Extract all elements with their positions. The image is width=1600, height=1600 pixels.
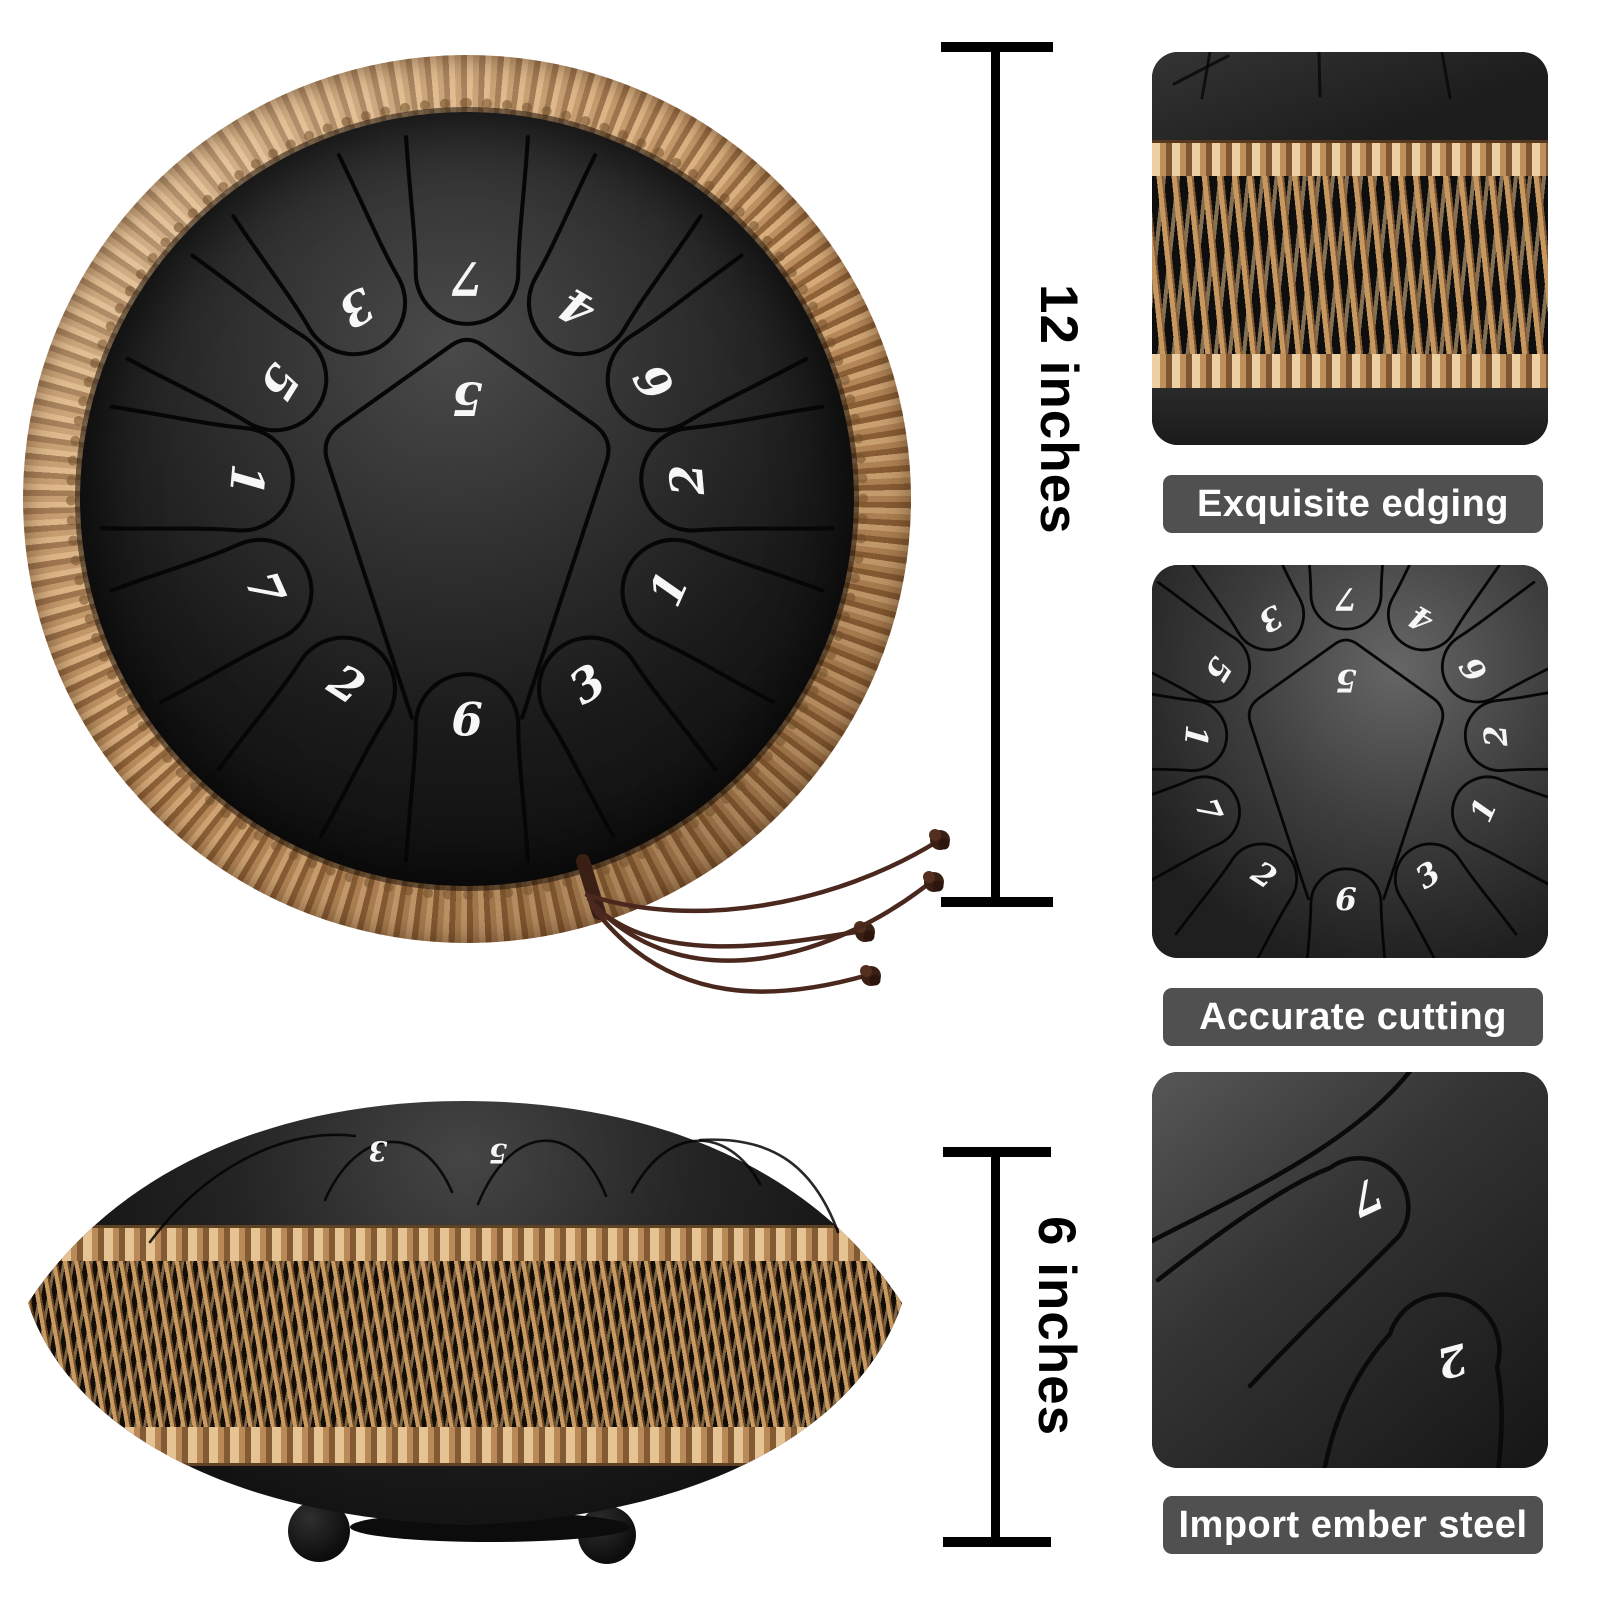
svg-text:3: 3 (369, 1135, 388, 1166)
svg-text:6: 6 (451, 693, 483, 747)
svg-text:2: 2 (318, 652, 375, 715)
diameter-label: 12 inches (1029, 284, 1088, 535)
caption-accurate-cutting: Accurate cutting (1163, 988, 1543, 1046)
side-rope-braid-bottom (20, 1427, 910, 1466)
closeup-drum-bottom (1152, 388, 1548, 445)
svg-text:7: 7 (1187, 793, 1229, 828)
svg-text:5: 5 (249, 354, 312, 409)
svg-text:2: 2 (658, 462, 715, 499)
dim12-bottom-tick (941, 897, 1053, 907)
rope-threads (1152, 176, 1548, 354)
closeup-face-bg (1152, 565, 1548, 958)
svg-text:4: 4 (1403, 597, 1440, 639)
tassel-cords (576, 829, 950, 994)
svg-text:6: 6 (1335, 882, 1357, 918)
svg-text:3: 3 (1409, 855, 1447, 897)
side-rope-braid-top (20, 1225, 910, 1264)
svg-text:1: 1 (1177, 723, 1215, 748)
caption-import-ember-steel: Import ember steel (1163, 1496, 1543, 1554)
svg-text:5: 5 (489, 1137, 508, 1168)
caption-text: Accurate cutting (1199, 995, 1507, 1038)
svg-text:7: 7 (451, 251, 483, 305)
caption-exquisite-edging: Exquisite edging (1163, 475, 1543, 533)
svg-text:5: 5 (1197, 650, 1239, 687)
svg-text:5: 5 (1335, 662, 1357, 698)
svg-text:6: 6 (1453, 650, 1495, 687)
svg-text:6: 6 (623, 354, 686, 409)
svg-text:7: 7 (1341, 1166, 1391, 1225)
height-label: 6 inches (1027, 1216, 1086, 1437)
svg-text:7: 7 (1335, 580, 1357, 616)
svg-text:1: 1 (1463, 793, 1505, 827)
drum-rope-inner-braid (66, 98, 868, 900)
closeup-drum-top (1152, 52, 1548, 142)
rope-braid-bottom (1152, 354, 1548, 391)
svg-text:7: 7 (234, 563, 296, 614)
svg-text:2: 2 (1432, 1333, 1474, 1388)
svg-text:3: 3 (330, 277, 384, 340)
rope-braid-top (1152, 140, 1548, 179)
side-rope-threads (20, 1261, 910, 1427)
svg-text:2: 2 (1244, 854, 1283, 897)
detail-photo-rope-edge (1152, 52, 1548, 445)
svg-text:1: 1 (219, 462, 276, 498)
svg-text:3: 3 (559, 653, 615, 716)
dim6-bottom-tick (943, 1537, 1051, 1547)
dim12-line (991, 45, 1000, 907)
closeup-cut-lines (1172, 52, 1452, 100)
svg-text:3: 3 (1252, 597, 1289, 639)
caption-text: Import ember steel (1178, 1503, 1528, 1546)
closeup-tongues-bg (1152, 1072, 1548, 1468)
svg-text:5: 5 (451, 371, 483, 425)
caption-text: Exquisite edging (1196, 482, 1510, 525)
svg-text:4: 4 (550, 277, 604, 340)
dim6-line (991, 1150, 1000, 1546)
svg-text:2: 2 (1478, 723, 1516, 749)
svg-text:1: 1 (637, 563, 699, 614)
closeup-tongue-lines: 72 (1152, 1072, 1504, 1468)
